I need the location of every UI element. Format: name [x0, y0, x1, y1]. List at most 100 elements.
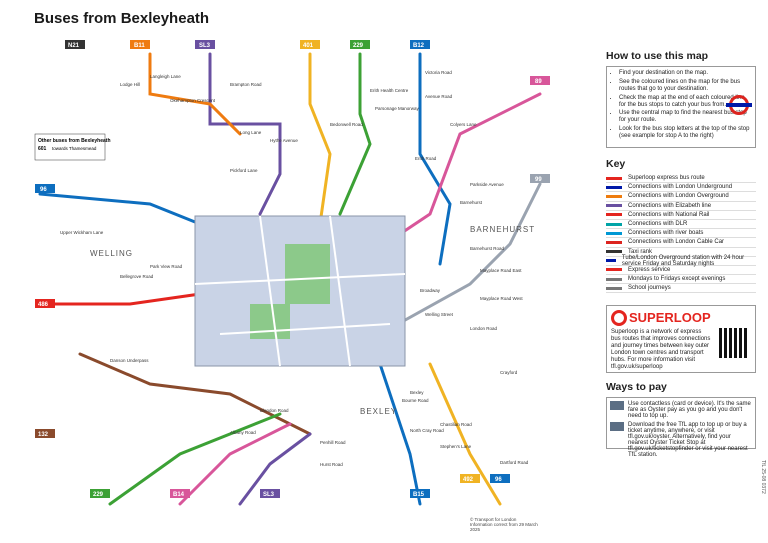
stop-label: Penhill Road — [320, 440, 346, 445]
stop-label: Mayplace Road East — [480, 268, 522, 273]
stop-label: Welling Street — [425, 312, 454, 317]
key-swatch-icon — [606, 222, 622, 226]
key-heading: Key — [606, 158, 626, 170]
how-to-use-box: Find your destination on the map. See th… — [606, 66, 756, 148]
route-badge-401: 401 — [303, 43, 314, 49]
stop-label: Parsonage Manorway — [375, 106, 420, 111]
stop-label: Brampton Road — [230, 82, 262, 87]
qr-code-icon[interactable] — [719, 328, 749, 359]
stop-label: Bourne Road — [402, 398, 429, 403]
stop-label: Langleigh Lane — [150, 74, 181, 79]
tfl-roundel-icon — [726, 95, 752, 115]
key-item: Mondays to Fridays except evenings — [606, 275, 756, 285]
superloop-brand: SUPERLOOP — [629, 310, 711, 326]
route-line-sl3s — [238, 432, 312, 506]
key-label: Connections with Elizabeth line — [628, 202, 712, 209]
route-badge-b12: B12 — [413, 43, 425, 49]
ways-to-pay-box: Use contactless (card or device). It's t… — [606, 397, 756, 458]
other-buses-route: 601 — [38, 146, 47, 152]
route-line-sl3 — [208, 52, 282, 216]
stop-label: Hurst Road — [320, 462, 343, 467]
key-item: School journeys — [606, 284, 756, 294]
route-line-486 — [38, 292, 202, 306]
key-swatch-icon — [606, 286, 622, 290]
route-badge-99: 99 — [535, 177, 542, 183]
stop-label: Park View Road — [150, 264, 183, 269]
stop-label: Bellegrove Road — [120, 274, 154, 279]
stop-label: Upper Wickham Lane — [60, 230, 104, 235]
route-badge-sl3: SL3 — [199, 43, 211, 49]
key-swatch-icon — [606, 204, 622, 208]
key-item: Taxi rank — [606, 248, 756, 257]
route-line-132 — [78, 352, 312, 436]
how-step: Check the map at the end of each coloure… — [619, 95, 751, 109]
key-item: Connections with Elizabeth line — [606, 202, 756, 211]
route-badge-96: 96 — [40, 187, 47, 193]
how-step: Look for the bus stop letters at the top… — [619, 126, 751, 140]
stop-label: Broadway — [420, 288, 441, 293]
superloop-text: Superloop is a network of express bus ro… — [611, 329, 711, 370]
stop-label: Barnehurst Road — [470, 246, 505, 251]
key-label: Superloop express bus route — [628, 175, 705, 182]
key-swatch-icon — [606, 194, 622, 198]
key-label: Express service — [628, 266, 671, 273]
route-line-99 — [378, 182, 542, 336]
area-label-bexley: BEXLEY — [360, 407, 397, 416]
stop-label: Hythe Avenue — [270, 138, 298, 143]
key-item: Tube/London Overground station with 24 h… — [606, 255, 756, 267]
key-swatch-icon — [606, 176, 622, 180]
map-footer: © Transport for London Information corre… — [470, 517, 538, 532]
route-badge-229b: 229 — [93, 492, 104, 498]
stop-label: London Road — [470, 326, 498, 331]
stop-label: Barnehurst — [460, 200, 483, 205]
stop-label: Pickford Lane — [230, 168, 258, 173]
key-label: Connections with DLR — [628, 221, 688, 228]
route-badge-b14: B14 — [173, 492, 185, 498]
superloop-box: SUPERLOOP Superloop is a network of expr… — [606, 305, 756, 374]
key-item: Connections with National Rail — [606, 211, 756, 220]
key-label: Connections with London Underground — [628, 184, 733, 191]
route-line-b15 — [378, 362, 422, 506]
key-label: School journeys — [628, 285, 671, 292]
key-swatch-icon — [606, 231, 622, 235]
superloop-roundel-icon — [611, 310, 627, 327]
route-map[interactable]: N21 B11 SL3 401 229 B12 89 99 96 486 132… — [30, 34, 580, 524]
phone-app-icon — [610, 422, 624, 432]
key-swatch-icon — [606, 213, 622, 217]
key-item: Connections with London Overground — [606, 192, 756, 202]
route-badge-b15: B15 — [413, 492, 425, 498]
route-badge-229: 229 — [353, 43, 364, 49]
other-buses-heading: Other buses from Bexleyheath — [38, 138, 111, 144]
route-badge-sl3b: SL3 — [263, 492, 275, 498]
key-label: Taxi rank — [628, 248, 653, 255]
route-line-401 — [308, 52, 332, 226]
stop-label: Erith Health Centre — [370, 88, 409, 93]
key-swatch-icon — [606, 250, 622, 254]
pay-text: Use contactless (card or device). It's t… — [628, 401, 751, 420]
stop-label: Long Lane — [240, 130, 262, 135]
how-step: Find your destination on the map. — [619, 70, 751, 77]
key-item: Connections with river boats — [606, 229, 756, 239]
key-label: Connections with National Rail — [628, 211, 710, 218]
key-swatch-icon — [606, 277, 622, 281]
route-line-b12 — [418, 52, 452, 266]
route-line-b11 — [148, 52, 242, 136]
page-title: Buses from Bexleyheath — [34, 10, 210, 27]
stop-label: Blendon Road — [260, 408, 289, 413]
how-step: See the coloured lines on the map for th… — [619, 79, 751, 93]
stop-label: Avenue Road — [425, 94, 453, 99]
route-line-492 — [428, 362, 502, 506]
key-item: Connections with London Cable Car — [606, 238, 756, 248]
stop-label: Mayplace Road West — [480, 296, 523, 301]
area-label-welling: WELLING — [90, 249, 133, 258]
stop-label: Albany Road — [230, 430, 256, 435]
key-swatch-icon — [606, 268, 622, 272]
key-swatch-icon — [606, 185, 622, 189]
ways-to-pay-heading: Ways to pay — [606, 381, 667, 394]
other-buses-text: towards Thamesmead — [52, 146, 97, 151]
key-label: Connections with river boats — [628, 230, 704, 237]
how-to-use-heading: How to use this map — [606, 50, 709, 62]
route-badge-132: 132 — [38, 432, 49, 438]
key-item: Express service — [606, 266, 756, 276]
key-item: Connections with London Underground — [606, 183, 756, 193]
